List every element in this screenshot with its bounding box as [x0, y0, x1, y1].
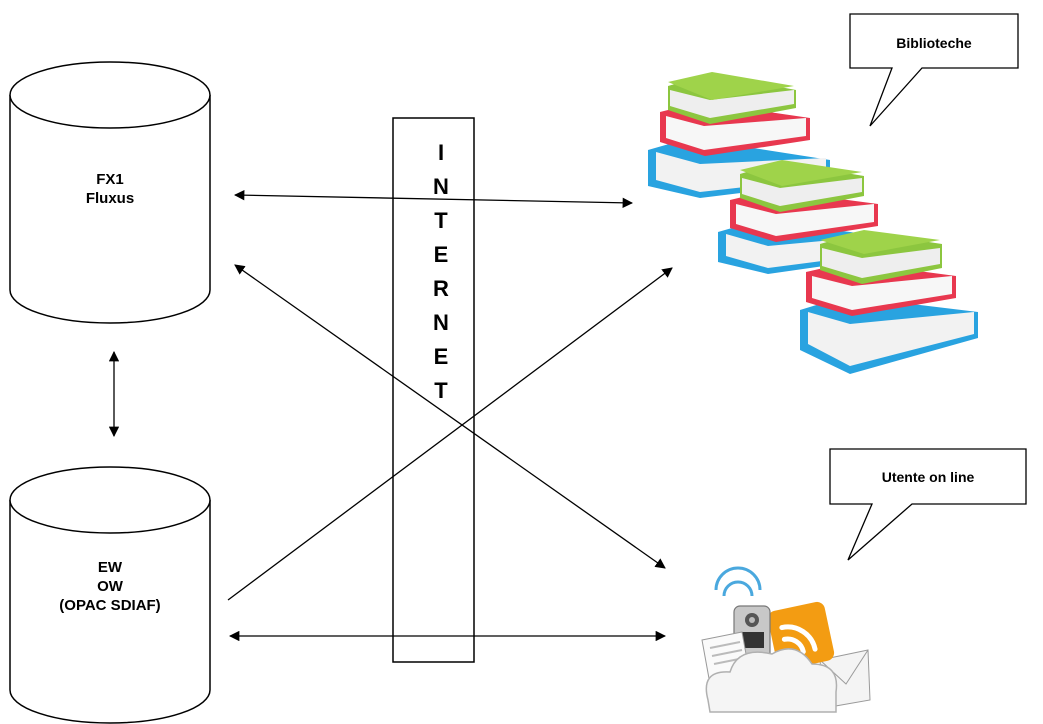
arrow-fx1-biblioteche: [233, 189, 634, 209]
books-stack-icon: [648, 72, 978, 374]
callout-label: Utente on line: [882, 469, 975, 485]
internet-letter: I: [438, 140, 444, 165]
internet-letter: E: [434, 344, 449, 369]
database-ew-ow-opac: EW OW (OPAC SDIAF): [9, 466, 211, 724]
internet-letter: N: [433, 174, 449, 199]
internet-letter: N: [433, 310, 449, 335]
internet-letter: R: [433, 276, 449, 301]
connections: [108, 189, 673, 642]
internet-letter: T: [434, 208, 448, 233]
arrow-ew-biblioteche: [227, 267, 673, 601]
database-label-line2: Fluxus: [86, 190, 134, 207]
database-label-line1: EW: [98, 559, 123, 576]
database-label-line2: OW: [97, 578, 124, 595]
arrow-fx1-utente: [234, 264, 666, 569]
internet-letter: E: [434, 242, 449, 267]
online-communication-icon: [701, 566, 871, 713]
database-fx1-fluxus: FX1 Fluxus: [9, 61, 211, 324]
callout-biblioteche: Biblioteche: [849, 13, 1019, 127]
database-label-line3: (OPAC SDIAF): [59, 597, 160, 614]
internet-letter: T: [434, 378, 448, 403]
callout-utente: Utente on line: [829, 448, 1027, 561]
database-label-line1: FX1: [96, 171, 124, 188]
callout-label: Biblioteche: [896, 35, 972, 51]
